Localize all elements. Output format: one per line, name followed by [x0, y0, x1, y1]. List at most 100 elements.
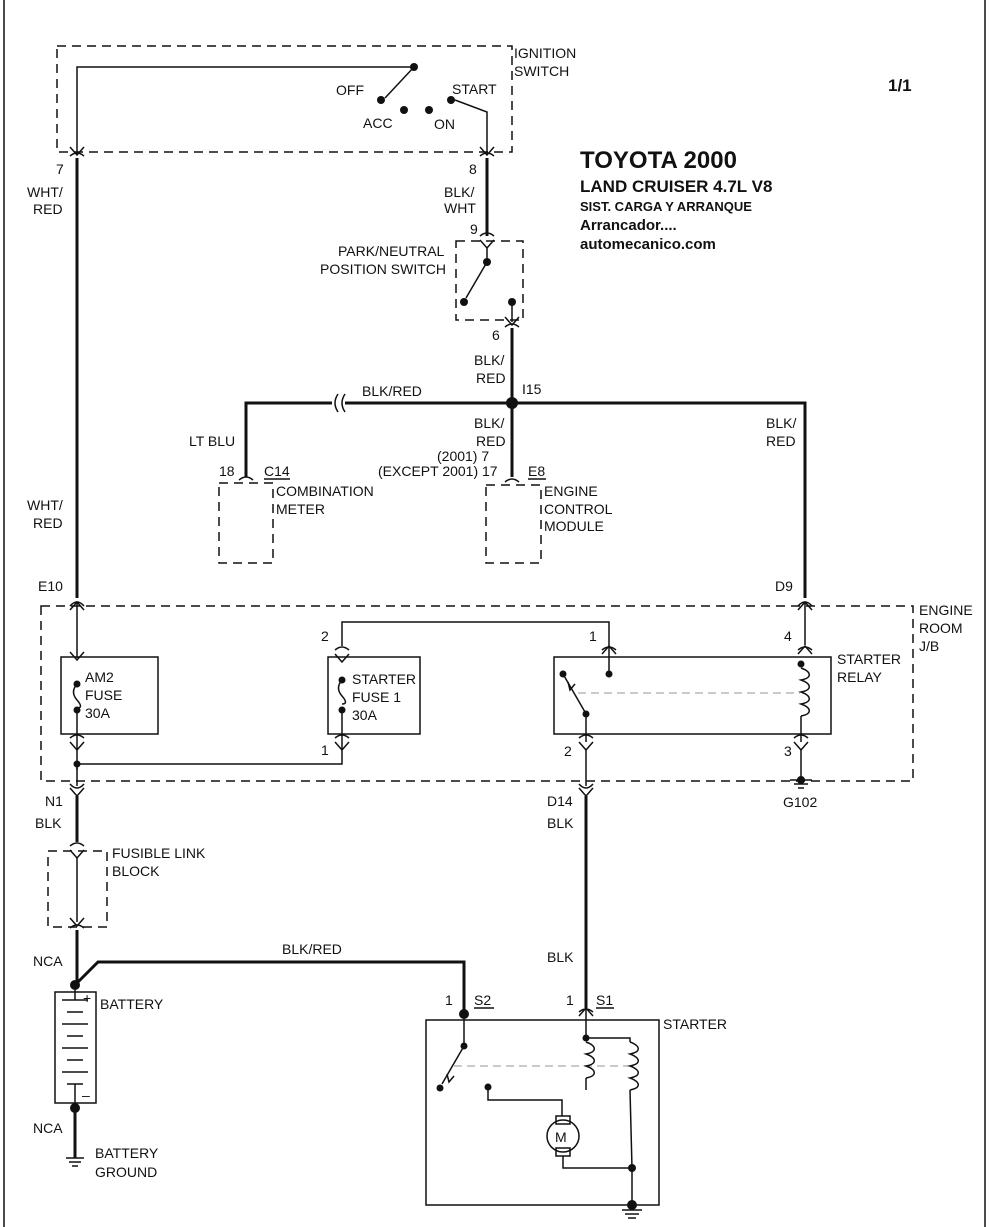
ignition-pos-start: START — [452, 81, 497, 97]
ecm-connector: E8 — [528, 463, 545, 479]
wire-label-battery: BLK/RED — [282, 941, 342, 957]
jb-label-1: ENGINE — [919, 602, 973, 618]
park-neutral-pin-9: 9 — [470, 221, 478, 237]
page-number: 1/1 — [888, 76, 912, 95]
wire-label-wht-red-1a: WHT/ — [27, 184, 63, 200]
fusible-link-box — [47, 850, 108, 928]
battery-ground-label-2: GROUND — [95, 1164, 157, 1180]
ecm-label-1: ENGINE — [544, 483, 598, 499]
wire-lt-blu — [244, 401, 332, 477]
relay-label-2: RELAY — [837, 669, 883, 685]
wire-blk-red-battery — [73, 960, 466, 1012]
connector-d14: D14 — [547, 793, 573, 809]
wire-label-s1: BLK — [547, 949, 574, 965]
starter-fuse-pin-2: 2 — [321, 628, 329, 644]
meter-label-2: METER — [276, 501, 325, 517]
ecm-label-2: CONTROL — [544, 501, 613, 517]
wire-label-n1: BLK — [35, 815, 62, 831]
jb-label-2: ROOM — [919, 620, 963, 636]
connector-d9: D9 — [775, 578, 793, 594]
battery-ground-label-1: BATTERY — [95, 1145, 159, 1161]
starter-box — [425, 1019, 660, 1206]
wire-label-meter-feed: BLK/RED — [362, 383, 422, 399]
splice-label: I15 — [522, 381, 542, 397]
am2-fuse-box — [60, 656, 159, 735]
starter-fuse-box — [327, 656, 421, 735]
wire-label-d14: BLK — [547, 815, 574, 831]
title-make-year: TOYOTA 2000 — [580, 147, 737, 174]
wire-label-pn-1: BLK/ — [474, 352, 504, 368]
relay-pin-3: 3 — [784, 743, 792, 759]
title-site: automecanico.com — [580, 236, 716, 253]
wire-label-ecm-1: BLK/ — [474, 415, 504, 431]
starter-fuse-label-1: STARTER — [352, 671, 416, 687]
starter-fuse-pin-1: 1 — [321, 742, 329, 758]
wire-label-pn-2: RED — [476, 370, 506, 386]
title-subsystem: Arrancador.... — [580, 217, 677, 234]
battery-conn-bottom: NCA — [33, 1120, 63, 1136]
meter-label-1: COMBINATION — [276, 483, 374, 499]
park-neutral-label-2: POSITION SWITCH — [320, 261, 446, 277]
ignition-pin-8: 8 — [469, 161, 477, 177]
engine-room-junction-block: ENGINE ROOM J/B E10 D9 AM2 FUSE 30A — [38, 578, 973, 810]
battery-plus: + — [83, 990, 91, 1006]
wire-label-ecm-2: RED — [476, 433, 506, 449]
starter-motor-icon — [546, 1119, 580, 1153]
combination-meter-box — [218, 482, 274, 564]
wire-label-blk-wht-1: BLK/ — [444, 184, 474, 200]
meter-connector: C14 — [264, 463, 290, 479]
wire-blk-red-relay — [512, 401, 807, 598]
starter-label: STARTER — [663, 1016, 727, 1032]
starter-pin-s1: 1 — [566, 992, 574, 1008]
starter-conn-s1: S1 — [596, 992, 613, 1008]
ignition-switch-box — [56, 45, 513, 153]
battery-minus: – — [82, 1087, 90, 1103]
ignition-switch-label-1: IGNITION — [514, 45, 576, 61]
ecm-box — [485, 484, 542, 564]
ignition-pin-7: 7 — [56, 161, 64, 177]
am2-fuse-label-3: 30A — [85, 705, 111, 721]
am2-fuse-label-2: FUSE — [85, 687, 122, 703]
starter-pin-s2: 1 — [445, 992, 453, 1008]
wire-label-blk-wht-2: WHT — [444, 200, 476, 216]
title-system: SIST. CARGA Y ARRANQUE — [580, 199, 752, 214]
combination-meter: 18 C14 COMBINATION METER — [218, 463, 374, 564]
engine-control-module: E8 ENGINE CONTROL MODULE — [485, 463, 613, 564]
ecm-pin-note-except: (EXCEPT 2001) 17 — [378, 463, 498, 479]
wire-label-lt-blu: LT BLU — [189, 433, 235, 449]
wire-label-relay-2: RED — [766, 433, 796, 449]
ecm-pin-note-2001: (2001) 7 — [437, 448, 489, 464]
ecm-label-3: MODULE — [544, 518, 604, 534]
connector-n1: N1 — [45, 793, 63, 809]
wire-label-wht-red-1b: RED — [33, 201, 63, 217]
starter-fuse-label-2: FUSE 1 — [352, 689, 401, 705]
battery-conn-top: NCA — [33, 953, 63, 969]
fusible-link-label-2: BLOCK — [112, 863, 160, 879]
ignition-switch-label-2: SWITCH — [514, 63, 569, 79]
park-neutral-switch: PARK/NEUTRAL POSITION SWITCH 9 6 — [320, 221, 524, 343]
wire-label-wht-red-2b: RED — [33, 515, 63, 531]
relay-pin-1: 1 — [589, 628, 597, 644]
junction-block-box — [40, 605, 914, 782]
park-neutral-pin-6: 6 — [492, 327, 500, 343]
ignition-pos-on: ON — [434, 116, 455, 132]
fusible-link-label-1: FUSIBLE LINK — [112, 845, 206, 861]
relay-pin-4: 4 — [784, 628, 792, 644]
ignition-pos-off: OFF — [336, 82, 364, 98]
am2-fuse-label-1: AM2 — [85, 669, 114, 685]
fusible-link-block: FUSIBLE LINK BLOCK — [47, 842, 206, 929]
ignition-pos-acc: ACC — [363, 115, 393, 131]
battery-label: BATTERY — [100, 996, 164, 1012]
starter-conn-s2: S2 — [474, 992, 491, 1008]
jb-label-3: J/B — [919, 638, 939, 654]
meter-pin: 18 — [219, 463, 235, 479]
starter-motor-label: M — [555, 1129, 567, 1145]
wire-label-relay-1: BLK/ — [766, 415, 796, 431]
starter-fuse-label-3: 30A — [352, 707, 378, 723]
battery: NCA + – BATTERY NCA BATTERY GROUND — [33, 953, 164, 1180]
park-neutral-box — [455, 240, 524, 321]
park-neutral-label-1: PARK/NEUTRAL — [338, 243, 445, 259]
connector-e10: E10 — [38, 578, 63, 594]
wire-label-wht-red-2a: WHT/ — [27, 497, 63, 513]
